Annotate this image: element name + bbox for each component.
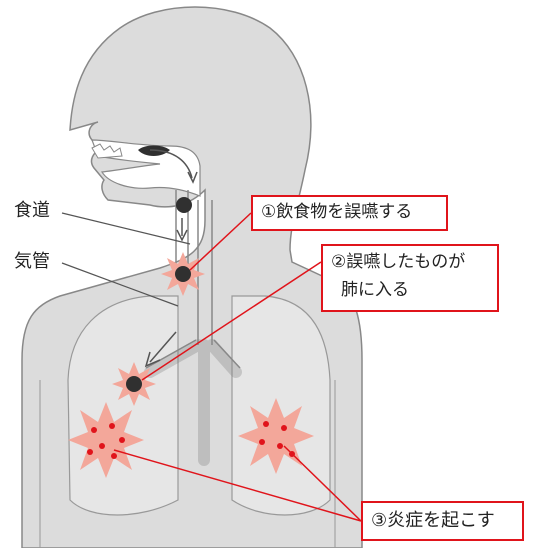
step1-callout: ①飲食物を誤嚥する bbox=[251, 195, 448, 231]
right-lung bbox=[232, 296, 330, 515]
step2-text-line1: ②誤嚥したものが bbox=[331, 248, 489, 276]
esophagus-label: 食道 bbox=[14, 200, 50, 222]
burst-bronchus bbox=[112, 362, 156, 406]
step3-text: ③炎症を起こす bbox=[371, 510, 495, 531]
burst-throat bbox=[161, 252, 205, 296]
step3-callout: ③炎症を起こす bbox=[361, 501, 524, 541]
step2-text-line2: 肺に入る bbox=[331, 276, 489, 304]
left-lung bbox=[68, 296, 178, 515]
step2-callout: ②誤嚥したものが 肺に入る bbox=[321, 244, 499, 312]
food-bolus-throat bbox=[176, 197, 192, 213]
step1-text: ①飲食物を誤嚥する bbox=[261, 202, 412, 222]
trachea-label: 気管 bbox=[14, 251, 50, 273]
esophagus-leader bbox=[62, 213, 190, 244]
down-arrow bbox=[177, 218, 187, 240]
